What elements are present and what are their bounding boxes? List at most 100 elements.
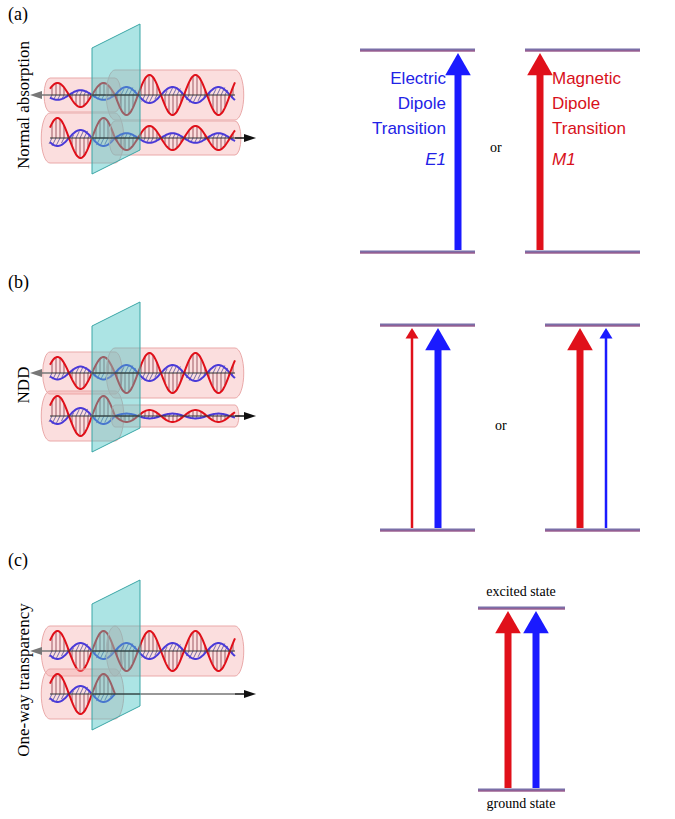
field-hatch — [80, 138, 81, 158]
transition-arrowhead — [445, 53, 471, 75]
transition-arrowhead — [425, 328, 451, 350]
field-hatch — [56, 416, 60, 424]
field-hatch — [56, 694, 60, 702]
beam-axis — [92, 138, 140, 139]
field-hatch — [56, 138, 60, 146]
energy-level — [380, 324, 475, 327]
energy-level — [545, 529, 640, 532]
transition-symbol: M1 — [552, 150, 642, 170]
direction-arrowhead — [244, 412, 256, 420]
energy-level — [360, 253, 475, 254]
beam-axis — [92, 373, 140, 374]
field-hatch — [76, 644, 79, 651]
field-hatch — [56, 118, 57, 138]
field-hatch — [173, 373, 174, 393]
field-hatch — [149, 95, 153, 102]
conjunction: or — [490, 140, 502, 156]
field-hatch — [169, 366, 173, 373]
field-hatch — [169, 644, 173, 651]
field-hatch — [149, 373, 153, 380]
field-hatch — [221, 138, 222, 149]
field-hatch — [153, 633, 154, 651]
energy-level — [525, 49, 640, 52]
direction-arrowhead — [244, 690, 256, 698]
field-hatch — [217, 365, 221, 373]
field-hatch — [76, 409, 79, 416]
transition-arrowhead — [527, 53, 553, 75]
field-hatch — [56, 651, 60, 659]
sample-plate — [92, 580, 140, 730]
field-hatch — [149, 126, 150, 138]
transition-arrowhead — [495, 611, 521, 633]
field-hatch — [169, 95, 170, 113]
field-hatch — [149, 631, 150, 651]
field-hatch — [84, 373, 85, 387]
field-hatch — [197, 126, 198, 138]
field-hatch — [60, 675, 61, 694]
field-hatch — [56, 674, 57, 694]
energy-level — [545, 326, 640, 327]
state-label: excited state — [486, 584, 556, 600]
beams — [30, 70, 256, 163]
field-hatch — [56, 396, 57, 416]
energy-level — [525, 251, 640, 254]
panel-label: (a) — [8, 4, 28, 25]
transition-arrowhead — [406, 328, 419, 339]
transition-arrow — [537, 74, 544, 250]
energy-level — [380, 531, 475, 532]
field-hatch — [60, 358, 61, 373]
field-hatch — [153, 355, 154, 373]
beams — [30, 626, 256, 719]
sample-illustration — [30, 24, 256, 174]
sample-illustration — [30, 580, 256, 730]
transition-arrow — [455, 74, 462, 250]
field-hatch — [221, 373, 222, 392]
field-hatch — [60, 632, 61, 651]
transition-symbol: E1 — [358, 150, 446, 170]
beam-axis — [92, 416, 140, 417]
energy-level — [478, 789, 565, 792]
field-hatch — [221, 651, 222, 670]
energy-level — [545, 531, 640, 532]
transition-arrow — [577, 349, 584, 528]
field-hatch — [76, 687, 79, 694]
transition-arrow — [411, 338, 414, 529]
energy-level — [360, 51, 475, 52]
field-hatch — [193, 373, 197, 381]
state-label: ground state — [487, 796, 556, 812]
field-hatch — [60, 84, 61, 95]
row-label: NDD — [14, 367, 34, 404]
panel-label: (c) — [8, 550, 28, 571]
energy-level — [478, 791, 565, 792]
field-hatch — [217, 643, 221, 651]
field-hatch — [84, 694, 85, 712]
beams — [30, 348, 256, 441]
sample-plate — [92, 302, 140, 452]
field-hatch — [80, 373, 81, 389]
field-hatch — [60, 119, 61, 138]
energy-level — [478, 609, 565, 610]
beam-axis — [92, 651, 140, 652]
field-hatch — [193, 76, 194, 95]
field-hatch — [80, 694, 81, 714]
field-hatch — [217, 373, 218, 393]
beam-axis — [92, 95, 140, 96]
field-hatch — [197, 631, 198, 651]
field-hatch — [217, 87, 221, 95]
beam-axis — [92, 694, 140, 695]
energy-level — [380, 326, 475, 327]
energy-level — [545, 324, 640, 327]
field-hatch — [80, 651, 81, 671]
field-hatch — [169, 651, 170, 669]
field-hatch — [76, 131, 79, 138]
field-hatch — [193, 127, 194, 138]
transition-arrow — [533, 632, 540, 788]
field-hatch — [173, 138, 174, 150]
field-hatch — [221, 95, 222, 114]
field-hatch — [149, 75, 150, 95]
energy-level — [360, 49, 475, 52]
sample-illustration — [30, 302, 256, 452]
field-hatch — [56, 357, 57, 373]
field-hatch — [217, 138, 218, 150]
